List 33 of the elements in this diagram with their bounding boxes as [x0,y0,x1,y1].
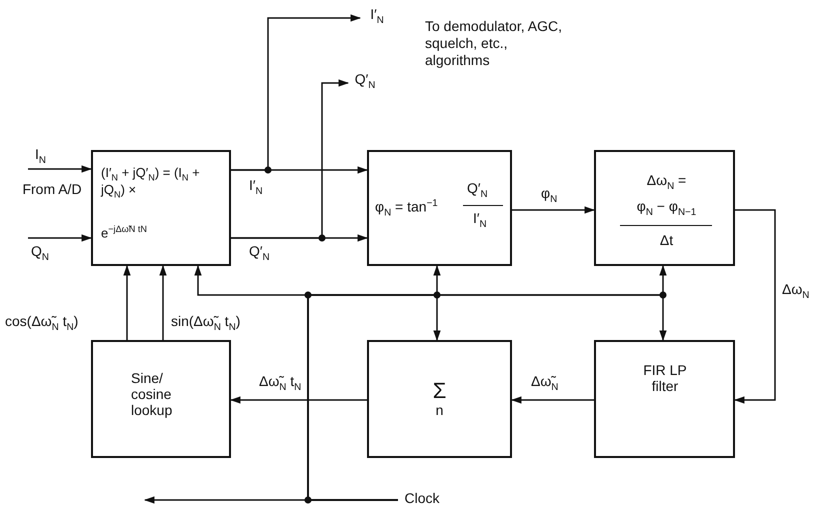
process-box [367,340,512,458]
arrow [28,234,92,242]
signal-label: Clock [403,490,440,506]
formula-text: Q′$_{N}$ [467,180,488,200]
formula-text: e$^{−jΔω̃N tN}$ [101,224,147,242]
process-box [91,150,231,266]
arrow [159,264,167,340]
formula-text: φ$_{N}$ = tan$^{−1}$ [375,198,438,219]
formula-text: FIR LP filter [642,362,688,394]
formula-text: φ$_{N}$ − φ$_{N−1}$ [636,198,698,218]
formula-text: Σ [432,378,448,404]
arrow [231,79,350,239]
formula-text: n [434,402,444,418]
note-text: From A/D [22,181,82,198]
process-box [594,340,735,458]
arrow [510,396,594,404]
signal-label: I′$_{N}$ [369,6,385,26]
signal-label: Q′$_{N}$ [354,71,376,92]
arrow [512,206,596,214]
arrow [231,14,362,171]
formula-text: (I′$_{N}$ + jQ′$_{N}$) = (I$_{N}$ + jQ$_{N}$) × [101,166,201,200]
process-box [594,150,735,266]
formula-text: I′$_{N}$ [473,210,487,230]
arrow [230,396,367,404]
note-text: To demodulator, AGC, squelch, etc., algorithms [425,18,563,68]
formula-text: Δt [658,232,674,248]
arrow [123,264,131,340]
arrow [28,165,92,173]
formula-text: Δω$_{N}$ = [646,172,688,192]
process-box [91,340,231,458]
arrow [734,209,776,404]
process-box [367,150,512,266]
formula-text: Sine/ cosine lookup [131,370,174,418]
